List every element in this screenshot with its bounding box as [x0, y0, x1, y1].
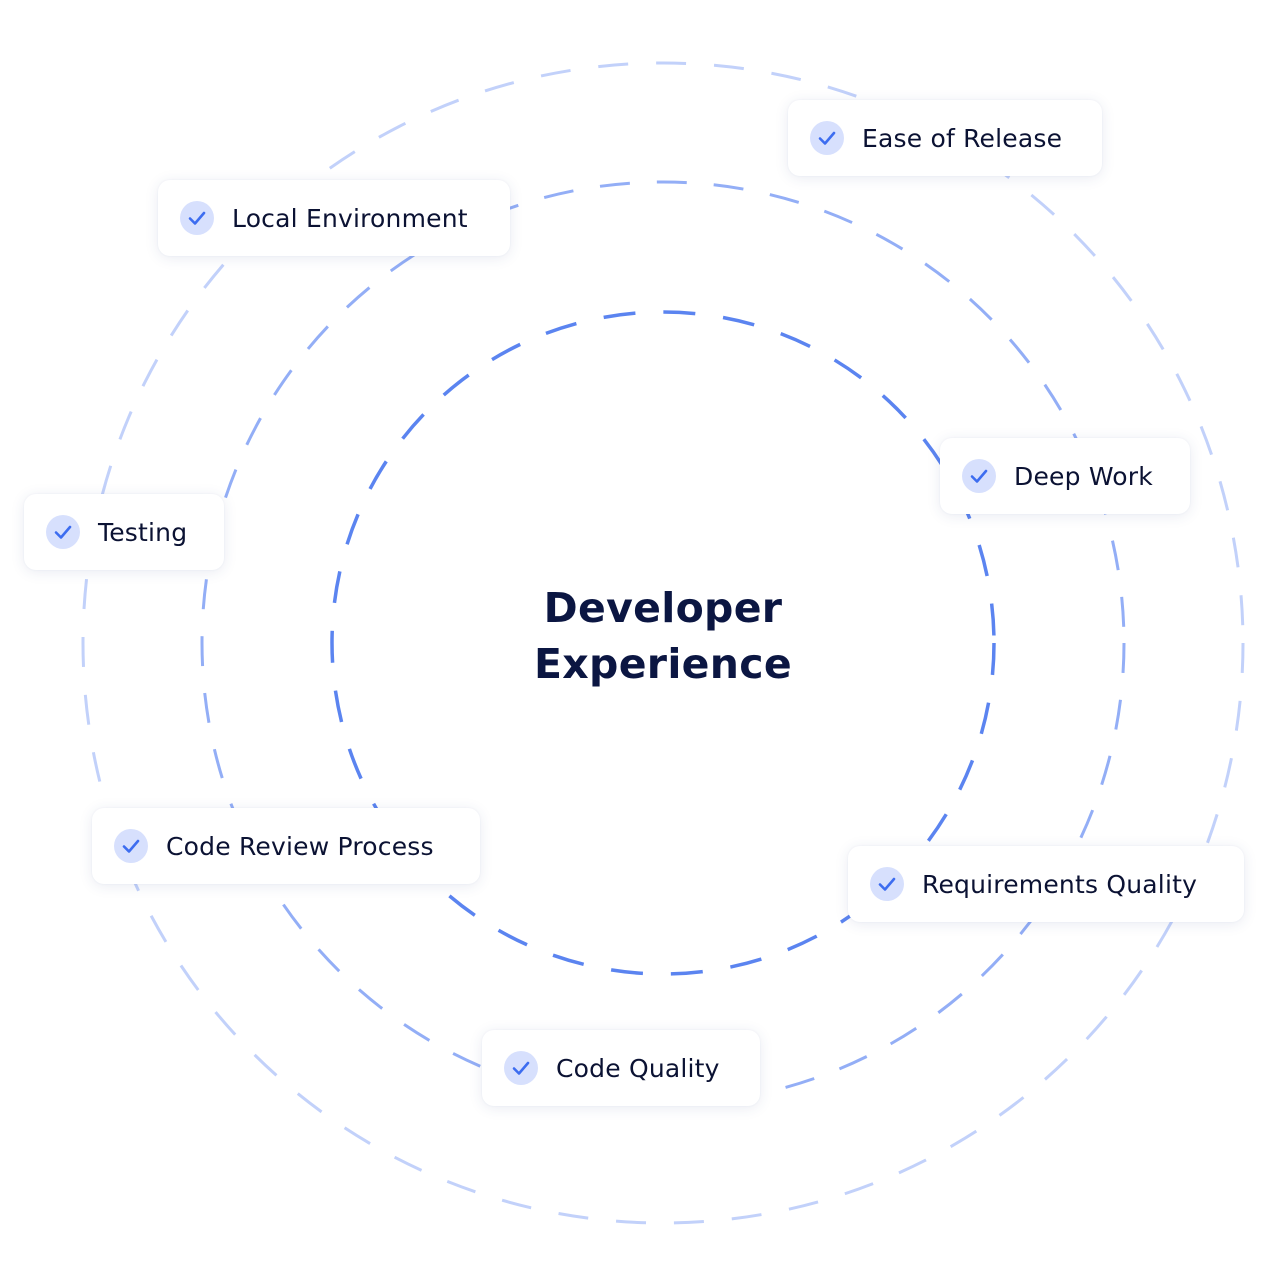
item-card-requirements-quality: Requirements Quality: [848, 846, 1244, 922]
check-icon: [180, 201, 214, 235]
check-icon: [962, 459, 996, 493]
middle-ring: [200, 180, 1126, 1106]
item-label: Code Quality: [556, 1053, 720, 1083]
item-label: Testing: [98, 517, 188, 547]
center-title: Developer Experience: [463, 580, 863, 692]
item-label: Local Environment: [232, 203, 468, 233]
item-card-ease-of-release: Ease of Release: [788, 100, 1102, 176]
outer-ring: [81, 61, 1245, 1225]
item-card-deep-work: Deep Work: [940, 438, 1190, 514]
item-card-code-review-process: Code Review Process: [92, 808, 480, 884]
check-icon: [504, 1051, 538, 1085]
check-icon: [114, 829, 148, 863]
inner-ring: [330, 310, 996, 976]
center-title-line2: Experience: [534, 640, 792, 688]
item-card-testing: Testing: [24, 494, 224, 570]
item-card-local-environment: Local Environment: [158, 180, 510, 256]
check-icon: [46, 515, 80, 549]
item-label: Ease of Release: [862, 123, 1063, 153]
item-card-code-quality: Code Quality: [482, 1030, 760, 1106]
item-label: Deep Work: [1014, 461, 1153, 491]
item-label: Code Review Process: [166, 831, 434, 861]
item-label: Requirements Quality: [922, 869, 1198, 899]
check-icon: [870, 867, 904, 901]
center-title-line1: Developer: [543, 584, 783, 632]
check-icon: [810, 121, 844, 155]
